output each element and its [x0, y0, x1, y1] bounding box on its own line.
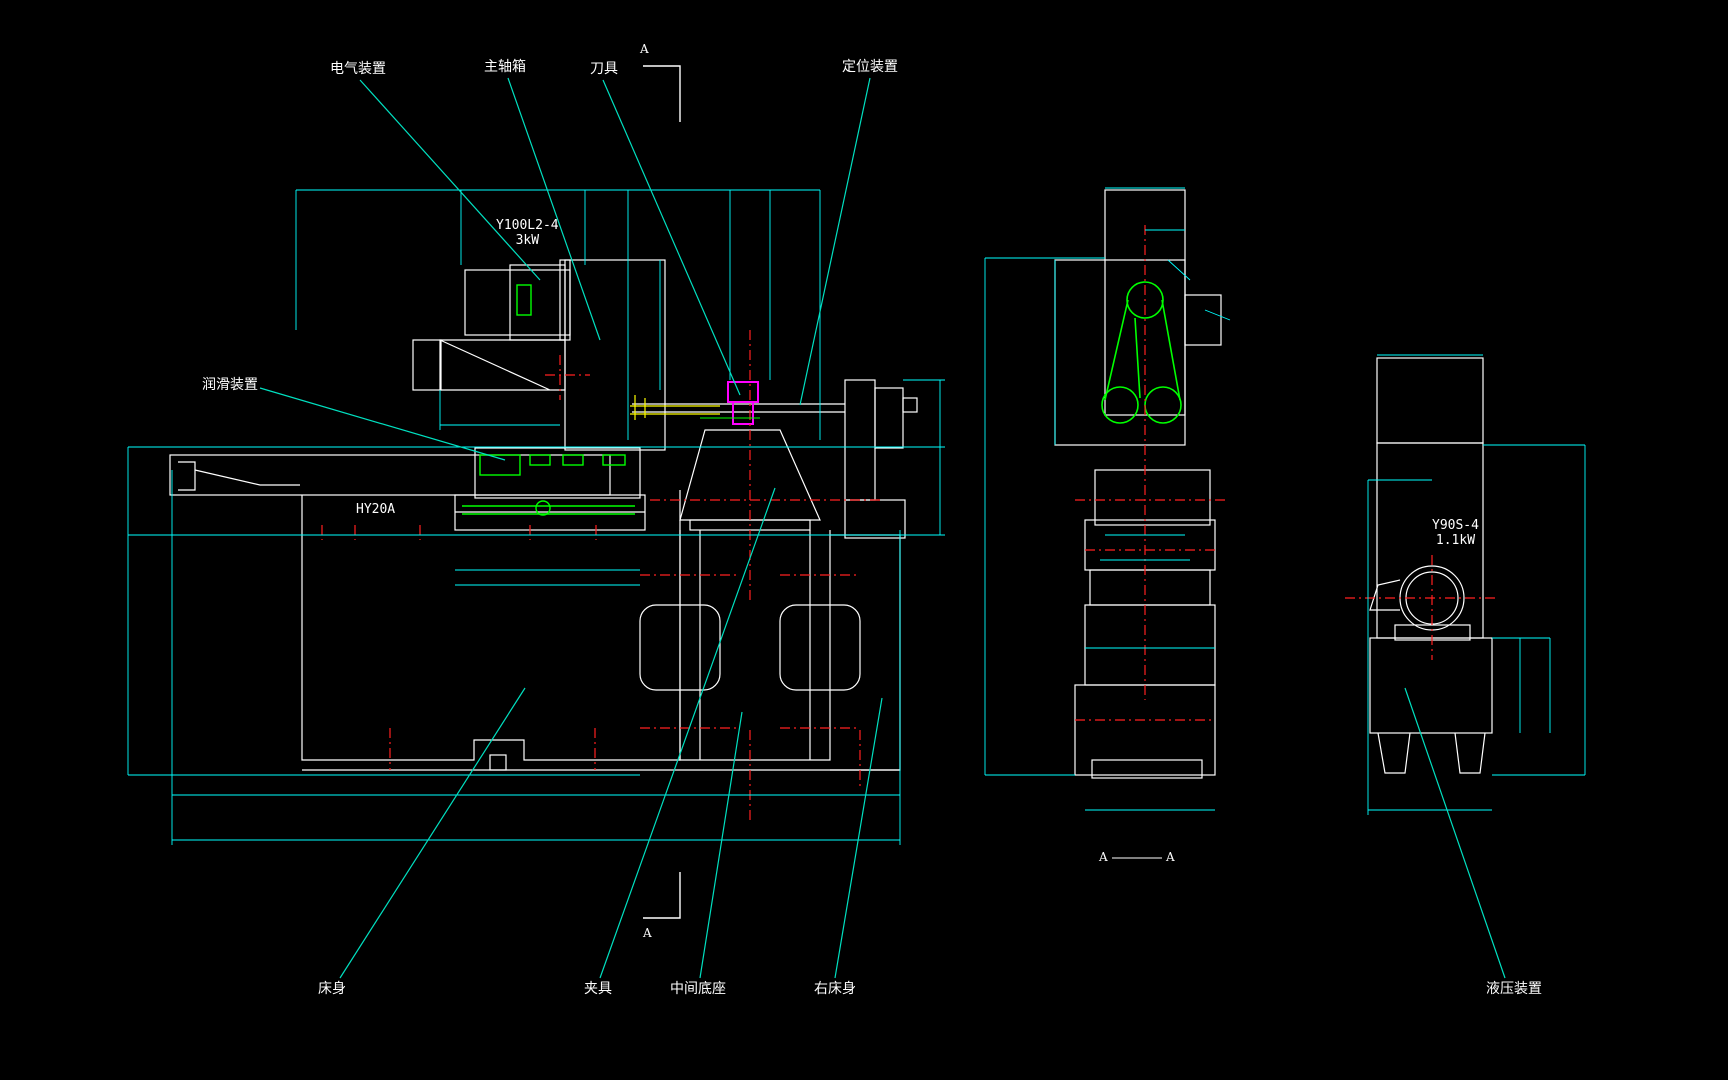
- hydraulic-centerlines: [1345, 555, 1495, 660]
- cutter-shape: [727, 381, 759, 425]
- label-cutter: 刀具: [590, 61, 618, 77]
- section-pulleys: [1101, 281, 1182, 424]
- hyd-motor-spec: Y90S-4 1.1kW: [1432, 518, 1479, 548]
- section-base: [1084, 604, 1216, 686]
- bed-chamfer: [194, 469, 300, 486]
- leader-lines: [259, 77, 1506, 979]
- motor-body: [509, 264, 566, 341]
- positioning-knob: [902, 397, 918, 413]
- hyd-motor-model: Y90S-4: [1432, 518, 1479, 533]
- hyd-tank-top: [1376, 357, 1484, 444]
- section-title-left: A: [1099, 850, 1108, 864]
- hyd-motor-mount: [1369, 579, 1401, 611]
- label-positioning: 定位装置: [842, 59, 898, 75]
- centerlines: [321, 330, 880, 820]
- leader-bed: [339, 687, 526, 979]
- leader-lubrication: [259, 387, 506, 461]
- leader-positioning: [799, 77, 871, 406]
- hyd-base: [1369, 637, 1493, 734]
- bed-top-plate: [169, 454, 611, 496]
- label-middle-base: 中间底座: [670, 981, 726, 997]
- bed-body: [301, 490, 681, 761]
- leader-spindle-box: [507, 77, 601, 341]
- shaft-hidden-detail: [630, 395, 720, 420]
- section-middle: [1084, 519, 1216, 571]
- section-dimensions: [984, 187, 1231, 811]
- slide-carriage: [474, 447, 641, 499]
- hyd-leg-left: [1377, 732, 1411, 774]
- label-hydraulic: 液压装置: [1486, 981, 1542, 997]
- bed-foot-slot: [489, 754, 507, 771]
- right-bed: [830, 534, 901, 771]
- window-left: [639, 604, 721, 691]
- spindle-box: [564, 259, 666, 451]
- label-bed: 床身: [318, 981, 346, 997]
- hyd-leg-right: [1454, 732, 1486, 774]
- section-fixture: [1094, 469, 1211, 526]
- dimension-lines: [127, 189, 945, 845]
- leader-middle-base: [699, 711, 743, 979]
- main-motor-model: Y100L2-4: [496, 218, 559, 233]
- section-foot-plate: [1091, 759, 1203, 779]
- label-electrical: 电气装置: [330, 61, 386, 77]
- section-upper-box: [1104, 189, 1186, 416]
- section-side-guard: [1184, 294, 1222, 346]
- main-motor-power: 3kW: [515, 233, 540, 248]
- section-title-right: A: [1166, 850, 1175, 864]
- section-mark-bottom: A: [643, 926, 652, 940]
- positioning-base: [844, 499, 906, 539]
- leader-electrical: [359, 79, 541, 281]
- hydraulic-view: [1369, 357, 1493, 774]
- label-right-bed: 右床身: [814, 981, 856, 997]
- motor-bracket: [439, 339, 566, 391]
- label-lubrication: 润滑装置: [202, 377, 258, 393]
- main-motor-spec: Y100L2-4 3kW: [496, 218, 559, 248]
- leader-fixture: [599, 487, 776, 979]
- bracket-plate: [412, 339, 442, 391]
- section-belt-box: [1054, 259, 1186, 446]
- section-cut-marker: [643, 65, 681, 919]
- bed-end-stop: [178, 461, 196, 491]
- section-foot: [1074, 684, 1216, 776]
- slide-model-label: HY20A: [356, 502, 396, 517]
- label-spindle-box: 主轴箱: [484, 59, 526, 75]
- middle-base: [679, 530, 831, 761]
- fixture-pyramid: [679, 429, 821, 521]
- leader-hydraulic: [1404, 687, 1506, 979]
- label-fixture: 夹具: [584, 981, 612, 997]
- section-view: [1054, 189, 1222, 779]
- section-mark-top: A: [640, 42, 649, 56]
- positioning-head: [874, 387, 904, 449]
- hydraulic-dimensions: [1367, 354, 1586, 815]
- window-right: [779, 604, 861, 691]
- leader-right-bed: [834, 697, 883, 979]
- section-support: [1089, 569, 1211, 606]
- section-centerlines: [1075, 225, 1225, 721]
- main-motor-detail: [462, 284, 635, 516]
- positioning-column: [844, 379, 876, 501]
- leader-cutter: [602, 79, 741, 396]
- hyd-motor-power: 1.1kW: [1435, 533, 1476, 548]
